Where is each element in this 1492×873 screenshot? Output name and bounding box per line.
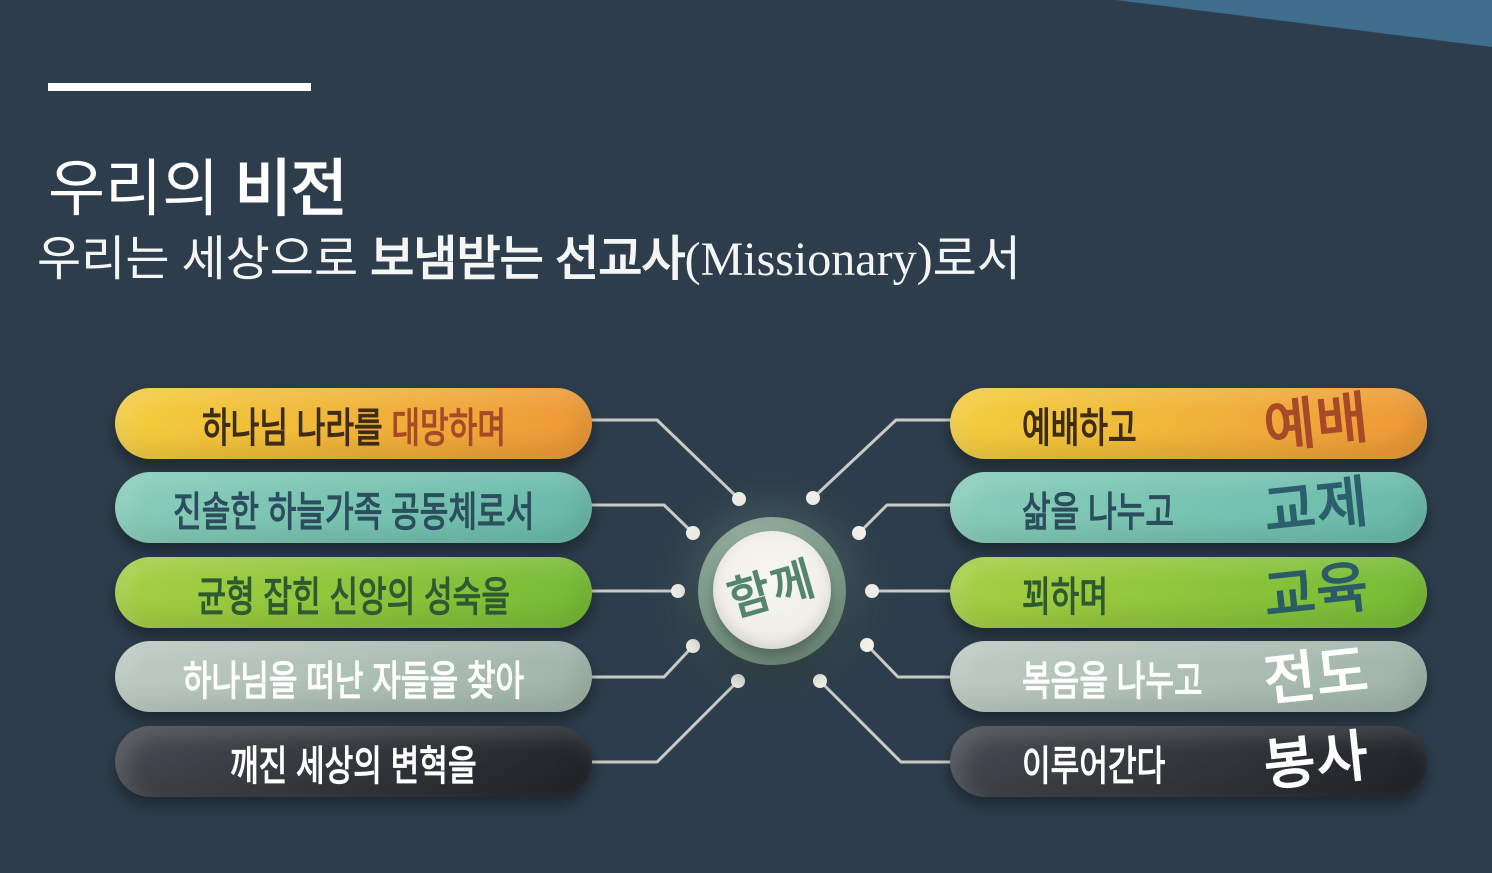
center-node-label: 함께 bbox=[722, 552, 822, 627]
pill-text-bold: 변혁을 bbox=[390, 742, 477, 789]
page-title: 우리의 비전 bbox=[48, 154, 348, 226]
action-pill-fellowship: 삶을 나누고 교제 bbox=[950, 471, 1427, 544]
vision-pill-transformation: 깨진 세상의 변혁을 bbox=[115, 726, 592, 797]
connector-dot bbox=[686, 639, 700, 653]
pill-text-regular: 잡힌 신앙의 성숙을 bbox=[254, 573, 510, 620]
pill-handwritten-word: 예배 bbox=[1261, 387, 1372, 460]
action-pill-education: 꾀하며 교육 bbox=[950, 556, 1427, 629]
connector-dot bbox=[671, 584, 685, 598]
connector-dot bbox=[806, 491, 820, 505]
pill-label: 예배하고 bbox=[1022, 404, 1137, 451]
action-pill-evangelism: 복음을 나누고 전도 bbox=[950, 640, 1427, 713]
vision-pill-community: 진솔한 하늘가족 공동체로서 bbox=[115, 472, 592, 543]
pill-text-regular: 하나님을 떠난 자들을 bbox=[182, 657, 467, 704]
pill-text: 깨진 세상의 변혁을 bbox=[230, 732, 477, 792]
pill-label: 이루어간다 bbox=[1022, 742, 1166, 789]
pill-text-regular: 깨진 세상의 bbox=[230, 742, 391, 789]
pill-text: 진솔한 하늘가족 공동체로서 bbox=[173, 478, 534, 538]
pill-text-regular: 하나님 나라를 bbox=[201, 404, 391, 451]
pill-text-bold: 진솔한 bbox=[172, 488, 259, 535]
pill-text-bold: 균형 bbox=[197, 573, 255, 620]
center-node-circle: 함께 bbox=[713, 531, 831, 649]
subtitle-bold: 보냄받는 선교사 bbox=[370, 233, 685, 286]
connector-line bbox=[590, 418, 741, 501]
connector-dot bbox=[732, 492, 746, 506]
pill-handwritten-word: 전도 bbox=[1261, 640, 1372, 713]
connector-dot bbox=[852, 526, 866, 540]
center-node-ring: 함께 bbox=[698, 517, 846, 665]
action-pill-service: 이루어간다 봉사 bbox=[950, 725, 1427, 798]
title-underline-bar bbox=[48, 83, 311, 91]
connector-line bbox=[865, 643, 952, 679]
pill-handwritten-word: 봉사 bbox=[1261, 725, 1372, 798]
pill-handwritten-word: 교육 bbox=[1261, 556, 1372, 629]
pill-label: 복음을 나누고 bbox=[1022, 657, 1203, 704]
pill-text: 하나님 나라를 대망하며 bbox=[202, 394, 506, 454]
subtitle-pre: 우리는 세상으로 bbox=[37, 233, 371, 286]
pill-text-bold: 찾아 bbox=[466, 657, 525, 704]
pill-handwritten-word: 교제 bbox=[1261, 471, 1372, 544]
pill-text: 하나님을 떠난 자들을 찾아 bbox=[183, 647, 524, 707]
connector-line bbox=[811, 418, 952, 500]
connector-line bbox=[857, 503, 952, 535]
vision-pill-kingdom: 하나님 나라를 대망하며 bbox=[115, 388, 592, 459]
connector-dot bbox=[813, 674, 827, 688]
connector-dot bbox=[686, 526, 700, 540]
pill-text-regular: 하늘가족 공동체로서 bbox=[258, 488, 535, 535]
connector-dot bbox=[860, 638, 874, 652]
page-subtitle: 우리는 세상으로 보냄받는 선교사(Missionary)로서 bbox=[37, 232, 1021, 287]
action-pill-worship: 예배하고 예배 bbox=[950, 387, 1427, 460]
connector-line bbox=[818, 679, 952, 764]
vision-pill-maturity: 균형 잡힌 신앙의 성숙을 bbox=[115, 557, 592, 628]
page-title-regular: 우리의 bbox=[48, 155, 235, 224]
pill-text-bold: 대망하며 bbox=[390, 404, 506, 451]
connector-line bbox=[590, 503, 695, 535]
connector-line bbox=[590, 644, 695, 679]
connector-line bbox=[590, 679, 740, 764]
connector-dot bbox=[731, 674, 745, 688]
pill-text: 균형 잡힌 신앙의 성숙을 bbox=[197, 563, 510, 623]
pill-label: 꾀하며 bbox=[1022, 573, 1109, 620]
subtitle-post: (Missionary)로서 bbox=[684, 233, 1021, 286]
pill-label: 삶을 나누고 bbox=[1022, 488, 1174, 535]
page-title-bold: 비전 bbox=[234, 154, 348, 224]
connector-dot bbox=[865, 584, 879, 598]
vision-pill-seeking: 하나님을 떠난 자들을 찾아 bbox=[115, 641, 592, 712]
